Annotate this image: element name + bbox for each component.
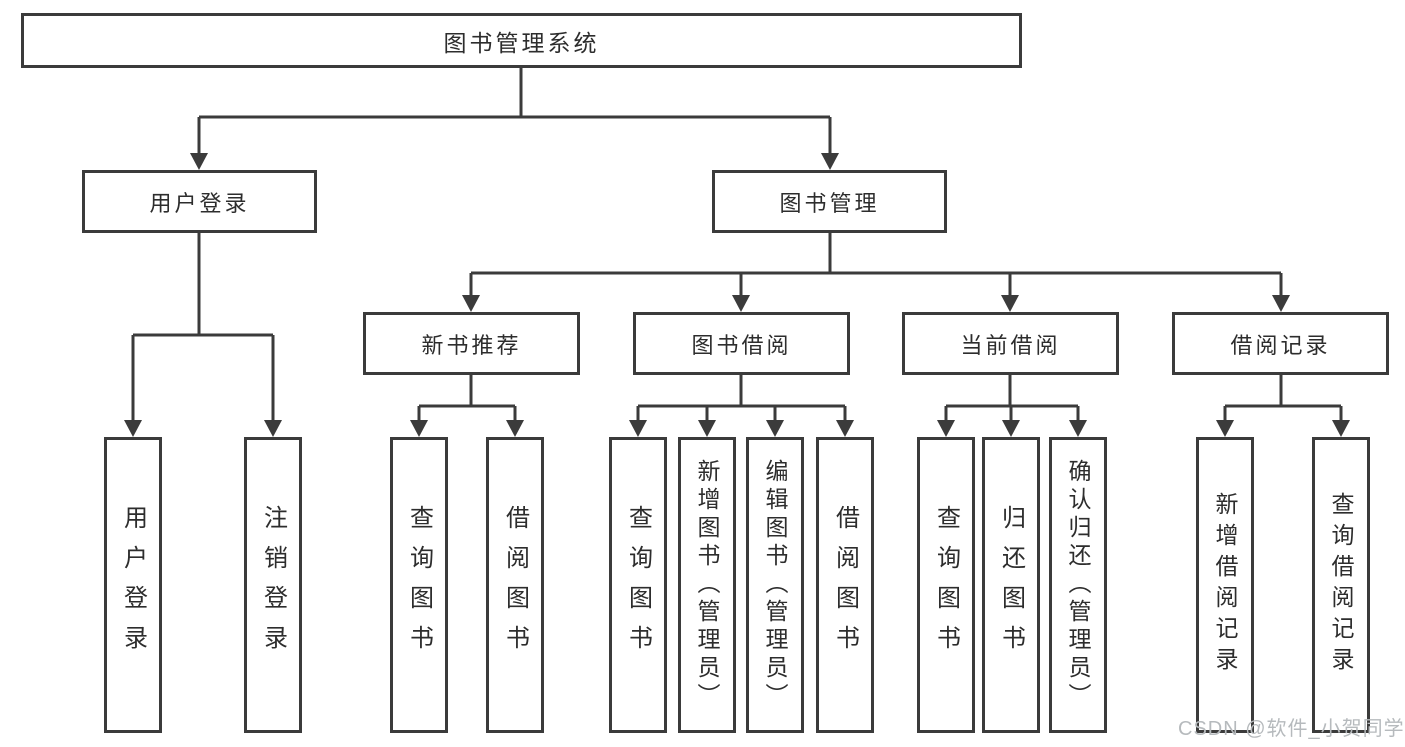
node-borrowing-records: 借阅记录: [1172, 312, 1389, 375]
arrowheads: [124, 153, 1350, 437]
node-new-book-recommendation: 新书推荐: [363, 312, 580, 375]
node-book-borrowing: 图书借阅: [633, 312, 850, 375]
node-current-borrowing: 当前借阅: [902, 312, 1119, 375]
leaf-add-books-admin: 新增图书（管理员）: [678, 437, 736, 733]
leaf-borrow-books-borrowing: 借阅图书: [816, 437, 874, 733]
root-node: 图书管理系统: [21, 13, 1022, 68]
leaf-query-books-borrowing: 查询图书: [609, 437, 667, 733]
node-book-management-branch: 图书管理: [712, 170, 947, 233]
leaf-confirm-return-admin: 确认归还（管理员）: [1049, 437, 1107, 733]
leaf-add-borrow-record: 新增借阅记录: [1196, 437, 1254, 733]
leaf-query-books-recommend: 查询图书: [390, 437, 448, 733]
leaf-query-borrow-record: 查询借阅记录: [1312, 437, 1370, 733]
leaf-logout: 注销登录: [244, 437, 302, 733]
leaf-user-login: 用户登录: [104, 437, 162, 733]
leaf-borrow-books-recommend: 借阅图书: [486, 437, 544, 733]
watermark: CSDN @软件_小贺同学: [1178, 718, 1405, 740]
leaf-return-books: 归还图书: [982, 437, 1040, 733]
node-user-login-branch: 用户登录: [82, 170, 317, 233]
leaf-edit-books-admin: 编辑图书（管理员）: [746, 437, 804, 733]
leaf-query-books-current: 查询图书: [917, 437, 975, 733]
